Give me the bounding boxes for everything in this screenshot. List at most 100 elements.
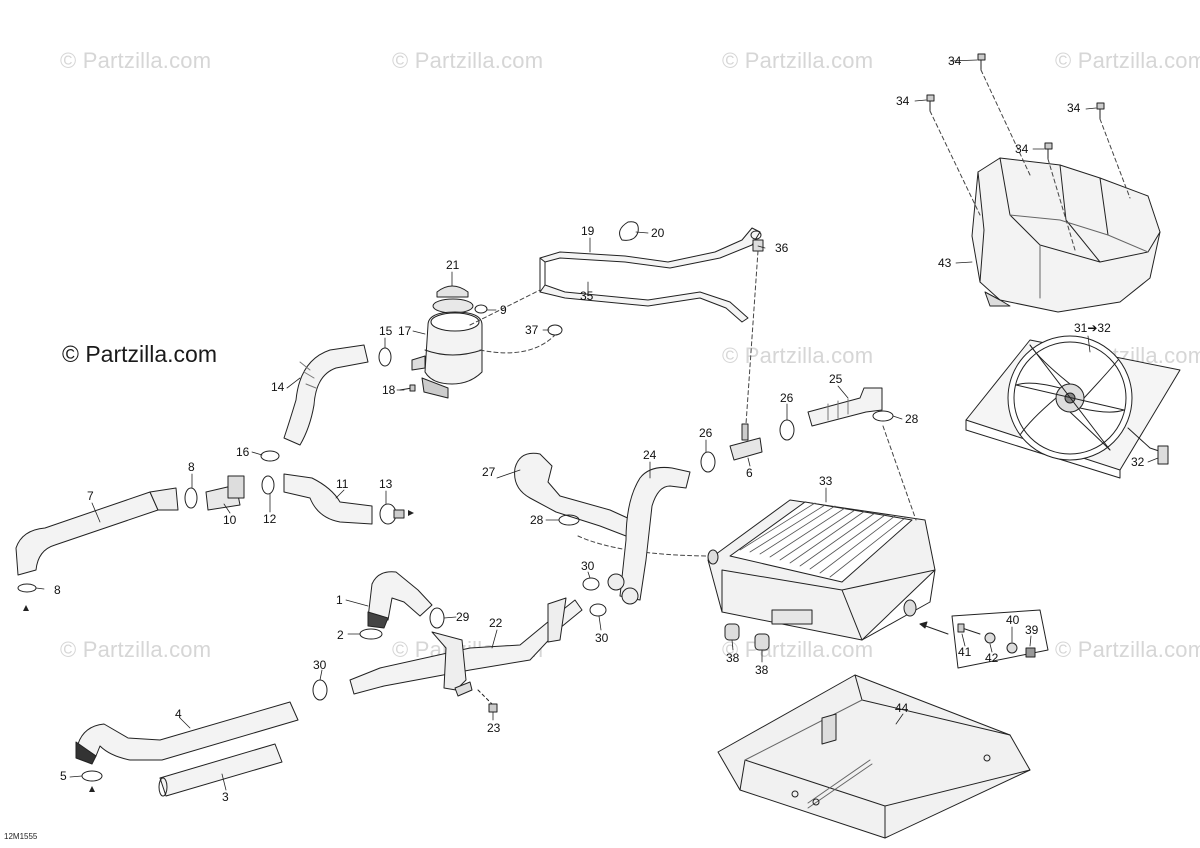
bolt-34-c [1096,102,1105,120]
callout-label: 28 [530,513,544,527]
watermark: © Partzilla.com [392,48,544,73]
callout-label: 20 [651,226,665,240]
watermark: © Partzilla.com [60,637,212,662]
callout-label: 42 [985,651,999,665]
hose-part-25 [807,387,883,427]
callout-label: 39 [1025,623,1039,637]
watermark: © Partzilla.com [722,48,874,73]
clamp-part-26-a [700,451,716,473]
clamp-part-30-b [589,603,607,617]
callout-label: 43 [938,256,952,270]
clamp-part-30-c [312,679,328,701]
hose-part-3 [158,743,283,797]
callout-label: 36 [775,241,789,255]
hose-part-27 [514,452,633,537]
brand-watermark: © Partzilla.com [62,341,217,367]
bolt-34-a [977,53,986,71]
clamp-part-5 [81,770,103,782]
watermark: © Partzilla.com [722,343,874,368]
callout-label: 25 [829,372,843,386]
callout-label: 29 [456,610,470,624]
callout-label: 26 [780,391,794,405]
callout-label: 14 [271,380,285,394]
flow-arrows [23,510,414,792]
clamp-part-26-b [779,419,795,441]
hose-part-7 [15,487,179,576]
callout-label: 41 [958,645,972,659]
callout-label: 31➔32 [1074,321,1111,335]
watermark: © Partzilla.com [722,637,874,662]
callout-label: 19 [581,224,595,238]
callout-label: 24 [643,448,657,462]
callout-label: 4 [175,707,182,721]
clamp-part-8-b [17,583,37,593]
watermark: © Partzilla.com [1055,637,1200,662]
callout-label: 15 [379,324,393,338]
callout-label: 34 [896,94,910,108]
expansion-tank-part-17 [411,298,483,399]
callout-label: 2 [337,628,344,642]
callout-label: 30 [581,559,595,573]
callout-label: 18 [382,383,396,397]
hardware-kit-box [951,609,1049,669]
callout-label: 38 [726,651,740,665]
clamp-part-30-a [582,577,600,591]
watermark: © Partzilla.com [60,48,212,73]
bolt-34-d [1044,142,1053,160]
callout-label: 30 [595,631,609,645]
callout-label: 30 [313,658,327,672]
leader-lines-34 [929,69,1131,251]
clamp-part-37 [547,324,563,336]
callout-label: 22 [489,616,503,630]
callout-label: 8 [54,583,61,597]
grommet-part-38-a [724,623,740,641]
hose-part-11 [283,473,373,525]
callout-label: 34 [1067,101,1081,115]
callout-label: 27 [482,465,496,479]
callout-label: 10 [223,513,237,527]
clamp-part-29 [429,607,445,629]
callout-label: 32 [1131,455,1145,469]
callout-label: 21 [446,258,460,272]
cap-part-21 [436,285,469,298]
bolt-34-b [926,94,935,112]
callout-label: 26 [699,426,713,440]
callout-label: 12 [263,512,277,526]
hose-part-1 [367,571,433,629]
callout-label: 28 [905,412,919,426]
callout-label: 3 [222,790,229,804]
clamp-part-8-a [184,487,198,509]
callout-label: 16 [236,445,250,459]
bolt-part-23 [477,689,498,713]
clamp-part-16 [260,450,280,462]
fan-assembly-31 [965,335,1181,479]
fitting-part-10 [205,475,245,511]
callout-leaders [35,59,1159,791]
drawing-code: 12M1555 [4,832,38,841]
callout-label: 40 [1006,613,1020,627]
clamp-part-12 [261,475,275,495]
hose-part-4 [75,701,299,765]
hose-part-22 [349,597,583,695]
callout-label: 23 [487,721,501,735]
callout-label: 7 [87,489,94,503]
hose-part-14 [283,344,369,446]
radiator-part-33 [707,499,936,641]
callout-label: 11 [336,477,349,491]
callout-label: 34 [1015,142,1029,156]
clamp-part-13 [379,503,405,525]
callout-label: 38 [755,663,769,677]
callout-label: 33 [819,474,833,488]
watermark: © Partzilla.com [1055,48,1200,73]
callout-label: 9 [500,303,507,317]
clamp-part-15 [378,347,392,367]
clamp-part-28-b [872,410,894,422]
clamp-part-20 [619,221,639,241]
callout-label: 44 [895,701,909,715]
overflow-hose-part-19 [539,221,762,323]
clip-part-9 [474,304,488,314]
fan-cover-part-43 [971,157,1161,313]
connector-part-36 [752,239,764,252]
callout-label: 37 [525,323,539,337]
